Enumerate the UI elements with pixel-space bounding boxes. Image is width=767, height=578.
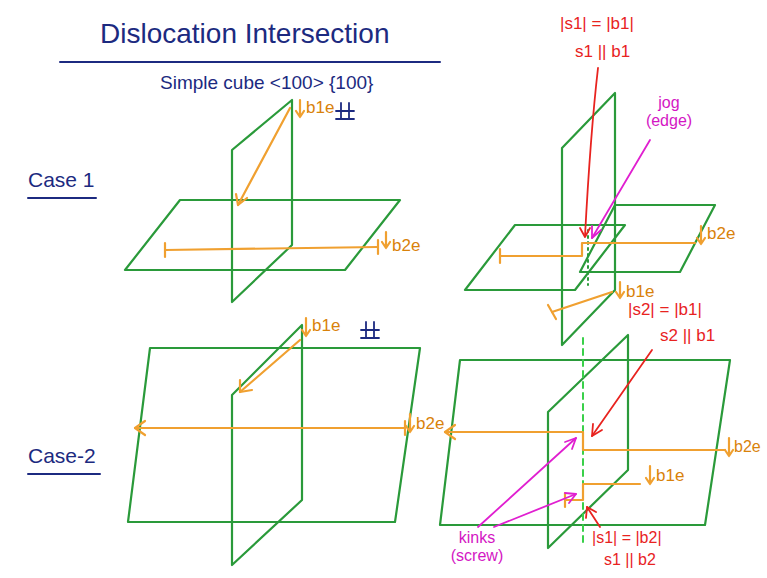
slip-plane <box>232 100 292 302</box>
dislocation-line <box>135 427 405 429</box>
leader-line <box>592 424 602 436</box>
dislocation-line <box>725 438 733 456</box>
dislocation-line <box>548 305 556 319</box>
dislocation-line <box>616 282 624 298</box>
leader-line <box>586 350 652 527</box>
dislocation-line <box>302 318 310 336</box>
dislocation-line <box>165 100 390 257</box>
burgers-label: b2e <box>734 438 761 456</box>
dislocation-line <box>552 292 612 312</box>
relation-note: s2 || b1 <box>660 326 715 346</box>
relation-note: |s2| = |b1| <box>628 300 702 320</box>
dislocation-line <box>500 226 705 319</box>
dislocation-line <box>646 466 654 484</box>
underline <box>28 62 440 474</box>
dislocation-line <box>565 484 640 500</box>
slip-plane <box>128 325 420 565</box>
slip-plane <box>465 225 625 290</box>
slip-plane <box>440 360 730 525</box>
dislocation-line <box>377 240 379 254</box>
leader-line <box>585 68 598 236</box>
kink-note: kinks (screw) <box>446 529 508 566</box>
dislocation-line <box>697 226 705 244</box>
dislocation-line <box>564 493 566 507</box>
dislocation-line <box>164 243 166 257</box>
leader-line <box>494 494 576 527</box>
dislocation-line <box>240 340 300 392</box>
title: Dislocation Intersection <box>100 18 389 50</box>
leader-line <box>592 350 652 436</box>
slip-plane <box>125 100 400 302</box>
slip-plane <box>548 335 628 548</box>
dislocation-line <box>445 425 733 507</box>
perpendicular-symbol <box>336 103 354 119</box>
slip-plane <box>465 93 715 345</box>
slip-plane <box>232 325 302 565</box>
dislocation-line <box>445 432 725 450</box>
dislocation-line <box>240 380 252 392</box>
burgers-label: b1e <box>656 466 684 486</box>
burgers-label: b2e <box>416 414 444 434</box>
dislocation-line <box>500 243 695 256</box>
burgers-label: b2e <box>392 236 420 256</box>
dislocation-line <box>296 100 304 117</box>
underline <box>60 61 440 63</box>
dislocation-line <box>382 232 390 248</box>
dislocation-line <box>135 421 145 435</box>
relation-note: s1 || b2 <box>604 551 656 569</box>
burgers-label: b2e <box>707 224 735 244</box>
intersection-line <box>587 230 589 285</box>
jog-note: jog (edge) <box>640 94 698 131</box>
underline <box>28 197 96 199</box>
leader-line <box>478 438 576 527</box>
leader-line <box>592 140 650 238</box>
relation-note: |s1| = |b2| <box>592 529 662 547</box>
dislocation-line <box>406 414 414 432</box>
subtitle: Simple cube <100> {100} <box>160 72 373 94</box>
burgers-label: b1e <box>626 282 654 302</box>
dislocation-line <box>135 318 414 435</box>
leader-line <box>587 507 600 527</box>
leader-line <box>565 493 576 503</box>
relation-note: |s1| = |b1| <box>560 14 634 34</box>
intersection-line <box>587 230 589 285</box>
slip-plane <box>440 335 730 548</box>
dislocation-line <box>238 108 290 205</box>
dislocation-line <box>445 425 455 439</box>
leader-line <box>592 226 601 238</box>
case-label: Case-2 <box>28 444 96 468</box>
dislocation-line <box>165 247 378 250</box>
burgers-label: b1e <box>306 98 334 118</box>
leader-line <box>580 68 598 237</box>
case-label: Case 1 <box>28 168 95 192</box>
dislocation-line <box>236 194 247 205</box>
burgers-label: b1e <box>312 316 340 336</box>
dislocation-line <box>404 421 406 435</box>
leader-line <box>565 438 576 449</box>
relation-note: s1 || b1 <box>575 42 630 62</box>
underline <box>28 473 100 475</box>
perpendicular-symbol <box>361 322 379 338</box>
slip-plane <box>128 348 420 522</box>
leader-line <box>580 228 590 237</box>
leader-line <box>478 438 576 527</box>
perpendicular-symbol <box>361 322 379 338</box>
leader-line <box>586 507 596 518</box>
leader-line <box>592 140 650 238</box>
dislocation-line <box>499 249 501 263</box>
perpendicular-symbol <box>336 103 354 119</box>
slip-plane <box>125 200 400 270</box>
slip-plane <box>580 205 715 272</box>
